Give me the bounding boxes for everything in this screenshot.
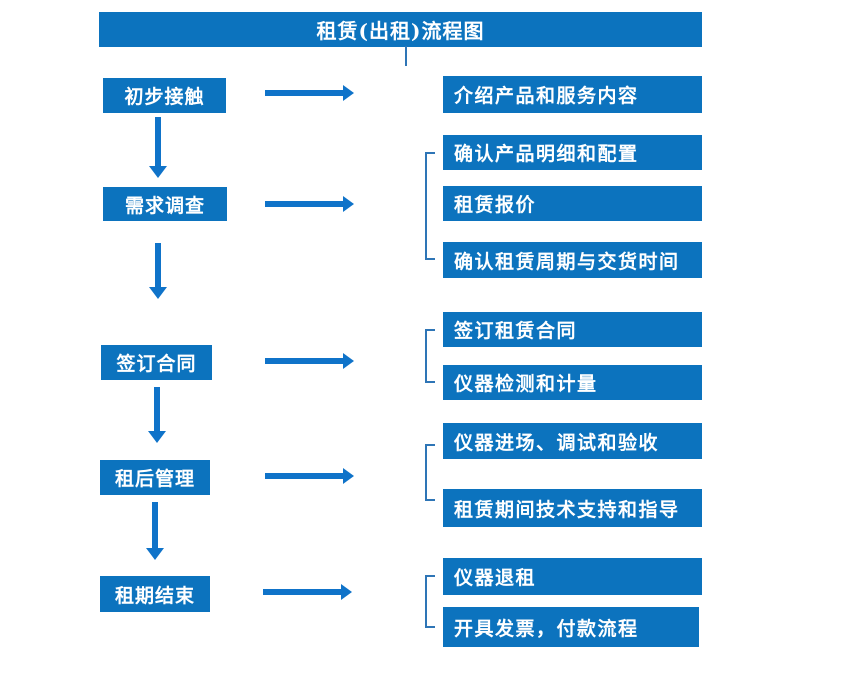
arrow-head [148, 431, 166, 443]
step-label: 需求调查 [124, 194, 205, 217]
output-label: 仪器进场、调试和验收 [454, 431, 660, 454]
bracket-sign-contract [425, 329, 435, 383]
right-arrow-4 [265, 468, 354, 484]
arrow-shaft [263, 589, 343, 595]
arrow-shaft [265, 201, 345, 207]
output-box-confirm-product-details: 确认产品明细和配置 [443, 135, 702, 170]
right-arrow-3 [265, 353, 354, 369]
arrow-shaft [152, 502, 158, 548]
connector-stub [405, 46, 407, 66]
arrow-shaft [155, 117, 161, 166]
title-bar: 租赁(出租)流程图 [99, 12, 702, 47]
output-box-instrument-setup: 仪器进场、调试和验收 [443, 423, 702, 459]
output-box-invoice-payment: 开具发票，付款流程 [443, 607, 699, 647]
arrow-shaft [154, 387, 160, 431]
step-label: 租期结束 [114, 584, 195, 607]
arrow-shaft [265, 358, 345, 364]
output-label: 租赁报价 [454, 194, 537, 216]
output-label: 确认租赁周期与交货时间 [454, 250, 680, 273]
arrow-head [149, 287, 167, 299]
arrow-shaft [265, 90, 345, 96]
down-arrow-2 [149, 243, 167, 299]
right-arrow-5 [263, 584, 352, 600]
step-box-initial-contact: 初步接触 [103, 78, 226, 113]
step-label: 租后管理 [114, 468, 195, 490]
down-arrow-3 [148, 387, 166, 443]
arrow-head [343, 196, 354, 212]
step-label: 初步接触 [124, 86, 205, 108]
output-box-confirm-rental-period: 确认租赁周期与交货时间 [443, 242, 702, 278]
arrow-head [146, 548, 164, 560]
output-box-technical-support: 租赁期间技术支持和指导 [443, 489, 702, 527]
down-arrow-1 [149, 117, 167, 178]
bracket-rental-end [425, 575, 435, 628]
right-arrow-2 [265, 196, 354, 212]
arrow-head [343, 353, 354, 369]
output-box-sign-rental-contract: 签订租赁合同 [443, 312, 702, 347]
right-arrow-1 [265, 85, 354, 101]
down-arrow-4 [146, 502, 164, 560]
step-box-demand-survey: 需求调查 [103, 187, 227, 221]
page-title: 租赁(出租)流程图 [316, 19, 485, 43]
output-box-instrument-inspection: 仪器检测和计量 [443, 365, 702, 400]
bracket-demand-survey [425, 152, 435, 260]
step-box-post-rental-management: 租后管理 [100, 460, 210, 495]
arrow-shaft [155, 243, 161, 287]
output-label: 确认产品明细和配置 [454, 143, 639, 165]
arrow-head [149, 166, 167, 178]
output-label: 介绍产品和服务内容 [454, 85, 639, 107]
output-box-rental-quote: 租赁报价 [443, 186, 702, 221]
arrow-head [343, 468, 354, 484]
output-label: 开具发票，付款流程 [454, 617, 639, 640]
output-label: 签订租赁合同 [454, 320, 578, 342]
step-label: 签订合同 [116, 353, 197, 375]
output-label: 仪器检测和计量 [454, 373, 598, 395]
step-box-sign-contract: 签订合同 [101, 345, 212, 380]
arrow-shaft [265, 473, 345, 479]
output-label: 租赁期间技术支持和指导 [454, 498, 680, 521]
output-label: 仪器退租 [454, 567, 537, 589]
output-box-instrument-return: 仪器退租 [443, 558, 702, 595]
arrow-head [341, 584, 352, 600]
output-box-introduce-products: 介绍产品和服务内容 [443, 76, 702, 113]
step-box-rental-end: 租期结束 [100, 576, 210, 612]
bracket-post-rental [425, 444, 435, 501]
arrow-head [343, 85, 354, 101]
